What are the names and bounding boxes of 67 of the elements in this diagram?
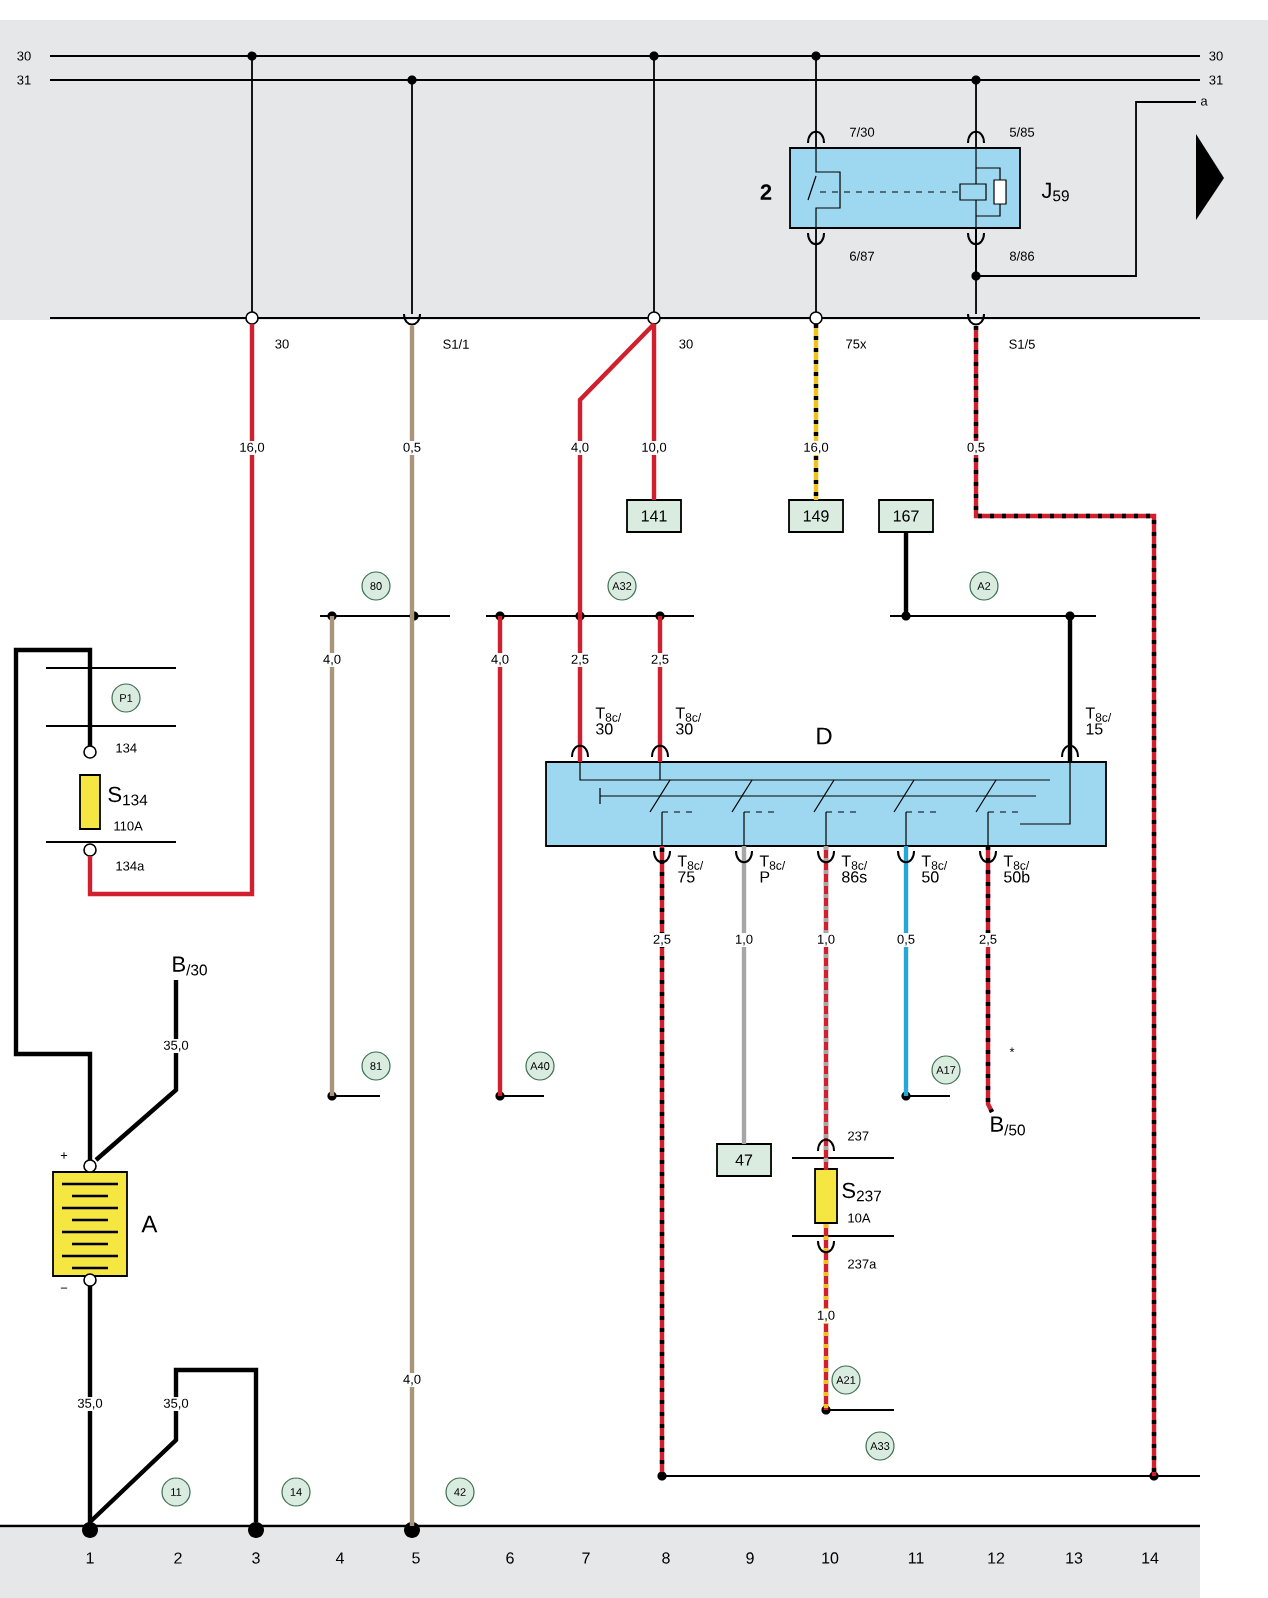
wire xyxy=(411,79,413,315)
bus-line xyxy=(50,51,1200,61)
wire xyxy=(329,616,335,1096)
pin-label: T$_{8c/}$ 75 xyxy=(677,855,704,883)
wire xyxy=(903,532,909,616)
wire xyxy=(823,1224,829,1410)
connector-arch xyxy=(403,313,421,326)
pin-label: T$_{8c/}$ P xyxy=(759,855,786,883)
component-label: S$_{237}$ xyxy=(842,1182,881,1202)
wire xyxy=(823,846,829,1170)
component-label: A xyxy=(141,1215,158,1233)
wire xyxy=(497,616,503,1096)
wire xyxy=(973,326,1157,1476)
wire xyxy=(653,55,655,313)
wire xyxy=(815,55,817,149)
wire xyxy=(903,846,909,1096)
splice-line xyxy=(890,611,1096,621)
connector-arch xyxy=(967,313,985,326)
wire xyxy=(577,616,583,762)
ground-line xyxy=(0,1522,1200,1538)
pin-label: T$_{8c/}$ 86s xyxy=(841,855,868,883)
connection-label: B$_{/50}$ xyxy=(991,1116,1025,1136)
wire xyxy=(577,322,656,616)
pin-label: T$_{8c/}$ 50 xyxy=(921,855,948,883)
splice-line xyxy=(495,1091,544,1101)
splice-line xyxy=(320,611,450,621)
reference-box: 141 xyxy=(626,499,682,533)
wire xyxy=(657,616,663,762)
connection-label: B$_{/30}$ xyxy=(173,956,207,976)
splice-line xyxy=(657,1471,1200,1481)
splice-line xyxy=(821,1405,894,1415)
wire xyxy=(741,846,747,1144)
pin-label: T$_{8c/}$ 50b xyxy=(1003,855,1030,883)
component-label: S$_{134}$ xyxy=(108,786,148,806)
wire xyxy=(985,846,994,1113)
component-label: 2 xyxy=(760,184,772,200)
splice-line xyxy=(486,611,694,621)
pin-label: T$_{8c/}$ 15 xyxy=(1085,707,1112,735)
fuse xyxy=(79,745,101,857)
component-label: D xyxy=(817,727,832,745)
wire xyxy=(409,616,415,1526)
reference-box: 149 xyxy=(788,499,844,533)
relay-box xyxy=(789,147,1021,229)
wire xyxy=(975,79,977,149)
component-label: J$_{59}$ xyxy=(1041,182,1069,202)
reference-box: 47 xyxy=(716,1143,772,1177)
splice-line xyxy=(327,1091,380,1101)
battery xyxy=(52,1159,128,1287)
wire xyxy=(13,647,93,1160)
wire xyxy=(813,324,819,500)
wire xyxy=(87,324,255,897)
wire xyxy=(1067,616,1073,762)
ignition-switch-box xyxy=(545,761,1107,847)
wire xyxy=(815,227,817,313)
bus-line xyxy=(50,75,1200,85)
pin-label: T$_{8c/}$ 30 xyxy=(595,707,622,735)
wire xyxy=(975,101,1197,277)
wire xyxy=(87,1286,93,1526)
wire xyxy=(251,55,253,313)
wire xyxy=(94,980,179,1162)
wire xyxy=(659,846,665,1476)
reference-box: 167 xyxy=(878,499,934,533)
wire xyxy=(409,326,415,616)
splice-line xyxy=(901,1091,950,1101)
fuse xyxy=(814,1168,838,1224)
pin-label: T$_{8c/}$ 30 xyxy=(675,707,702,735)
wire xyxy=(651,324,657,500)
